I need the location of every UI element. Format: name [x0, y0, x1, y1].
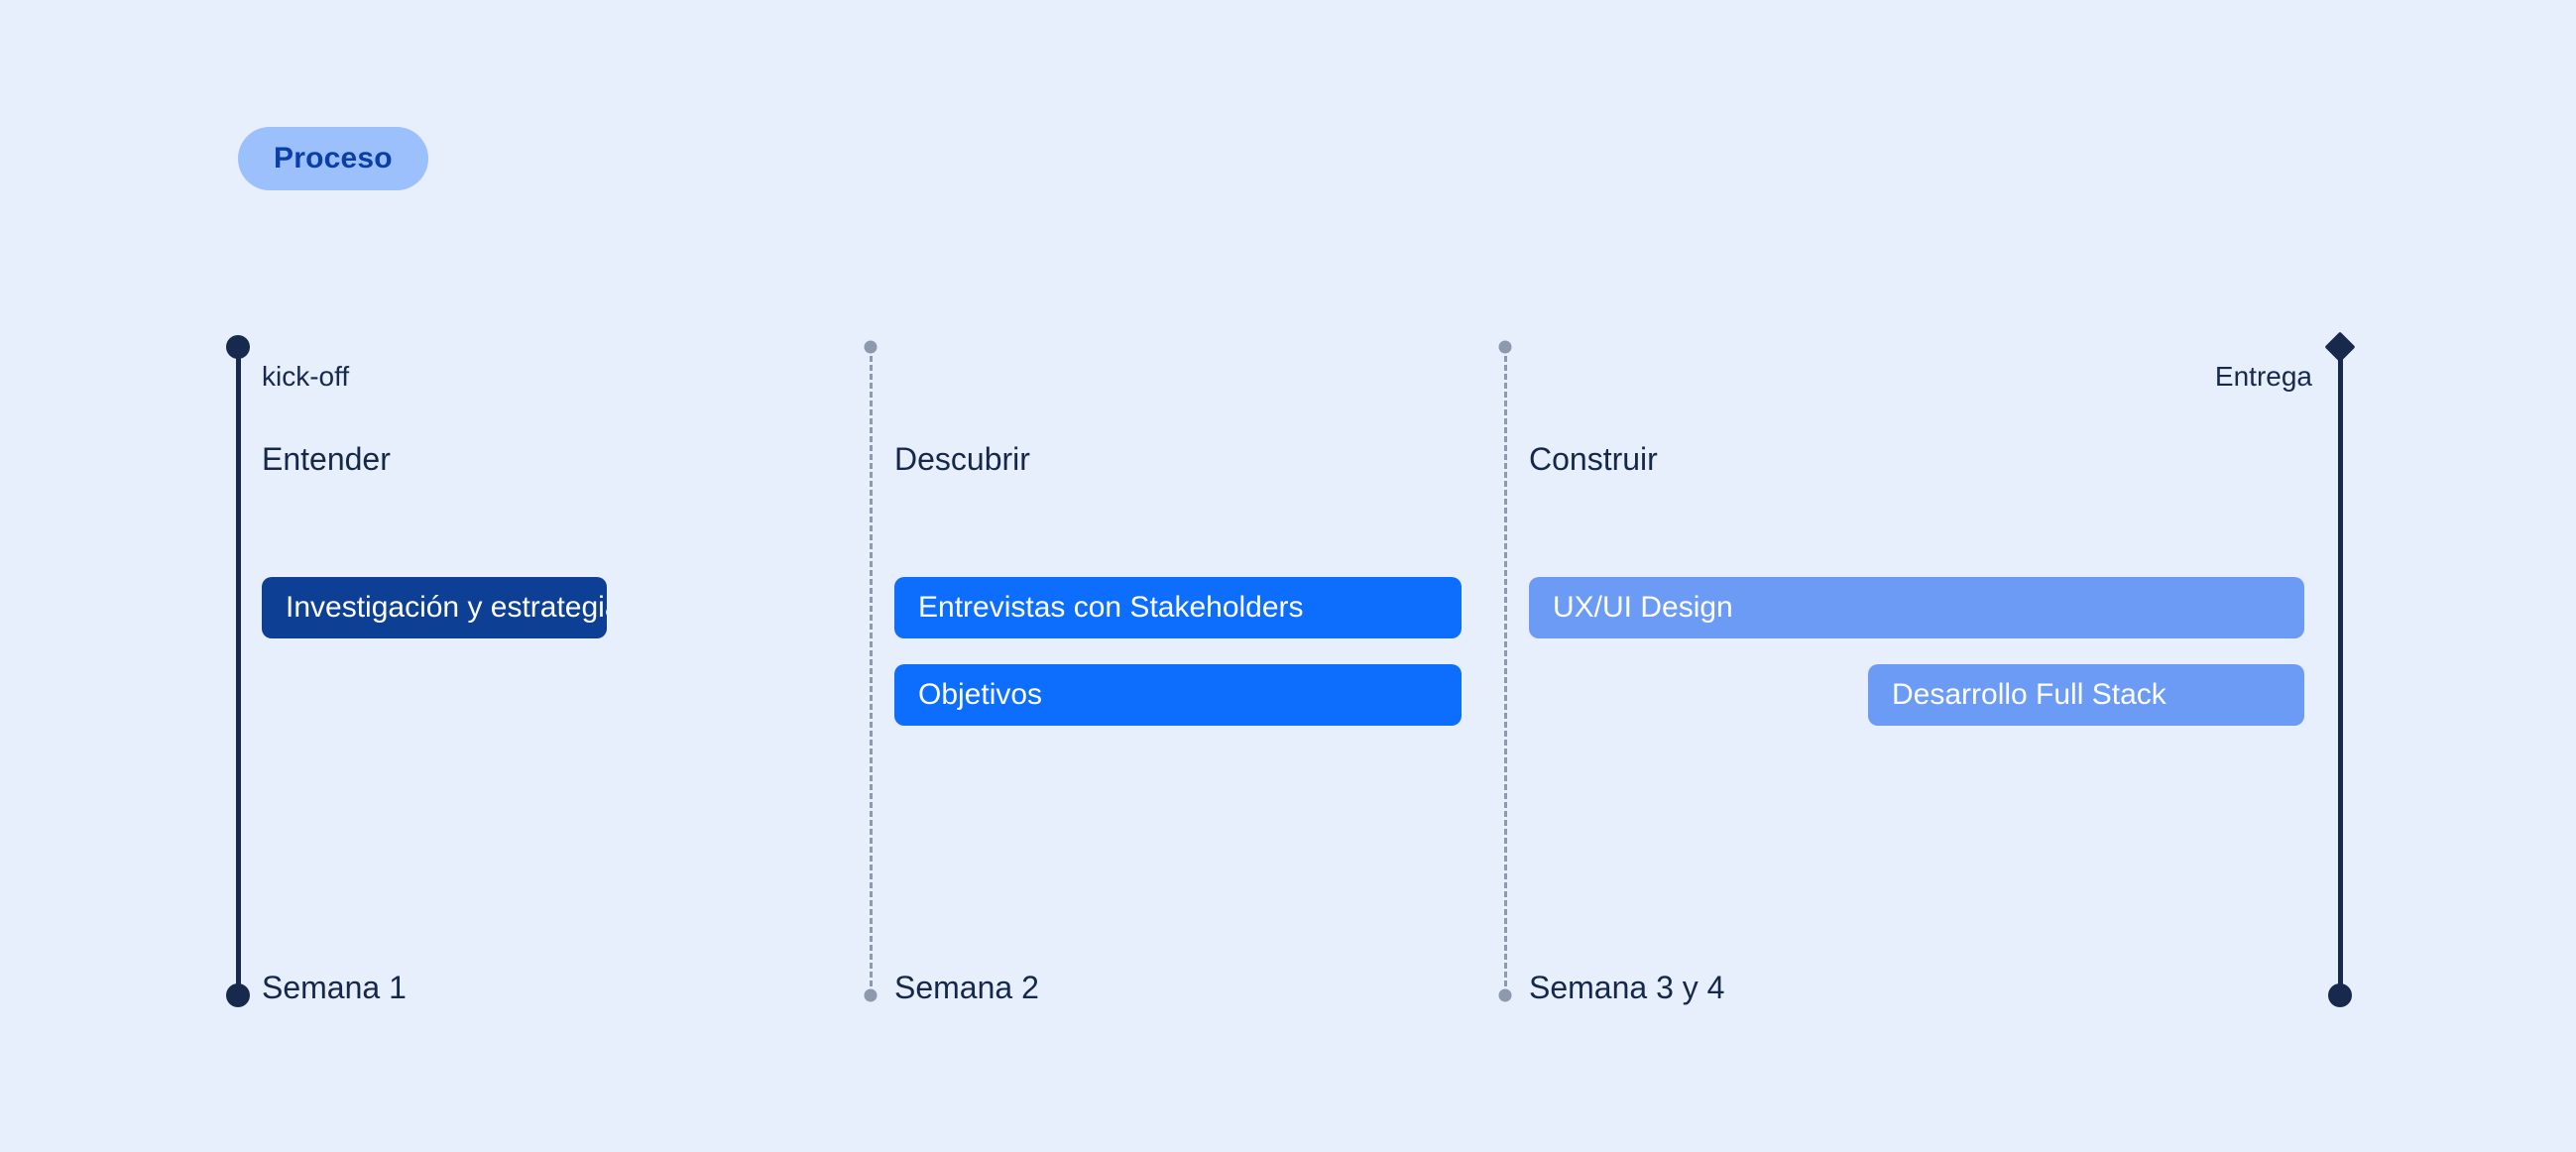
phase-title-entender: Entender	[262, 441, 391, 477]
milestone-dot-icon	[2328, 983, 2352, 1007]
section-badge-proceso: Proceso	[238, 127, 428, 190]
task-bar[interactable]: Entrevistas con Stakeholders	[894, 577, 1462, 638]
milestone-dot-icon	[226, 335, 250, 359]
timeline-rail-line	[2338, 347, 2343, 995]
week-label-3: Semana 3 y 4	[1529, 970, 1725, 1005]
milestone-dot-icon	[864, 340, 878, 354]
milestone-dot-icon	[1498, 340, 1512, 354]
phase-title-descubrir: Descubrir	[894, 441, 1030, 477]
timeline-rail-line	[236, 347, 241, 995]
task-bar[interactable]: UX/UI Design	[1529, 577, 2304, 638]
task-bar[interactable]: Objetivos	[894, 664, 1462, 726]
milestone-dot-icon	[864, 988, 878, 1002]
entrega-label: Entrega	[2214, 361, 2312, 392]
milestone-dot-icon	[1498, 988, 1512, 1002]
task-bar[interactable]: Investigación y estrategia	[262, 577, 607, 638]
week-label-1: Semana 1	[262, 970, 407, 1005]
timeline-rail-line	[1504, 347, 1507, 995]
task-bar[interactable]: Desarrollo Full Stack	[1868, 664, 2304, 726]
milestone-dot-icon	[226, 983, 250, 1007]
milestone-diamond-icon	[2324, 331, 2356, 363]
kickoff-label: kick-off	[262, 361, 350, 392]
phase-title-construir: Construir	[1529, 441, 1658, 477]
week-label-2: Semana 2	[894, 970, 1039, 1005]
timeline-rail-line	[870, 347, 873, 995]
